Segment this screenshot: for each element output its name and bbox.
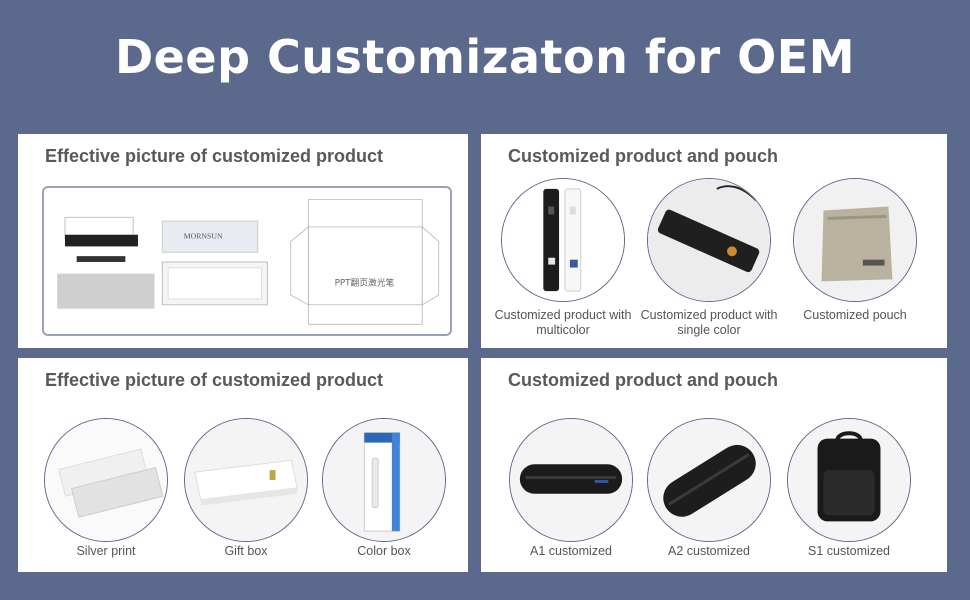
- caption-color-box: Color box: [357, 544, 411, 558]
- page-title: Deep Customizaton for OEM: [115, 30, 855, 84]
- s1-case-image: [787, 418, 911, 542]
- panel-title: Effective picture of customized product: [45, 146, 384, 166]
- custom-pouch-image: [793, 178, 917, 302]
- panel-title: Effective picture of customized product: [45, 370, 384, 390]
- drawing-box-text: PPT翻页激光笔: [335, 276, 395, 288]
- caption-multicolor: Customized product with multicolor: [494, 308, 632, 337]
- caption-silver-print: Silver print: [76, 544, 136, 558]
- caption-s1: S1 customized: [808, 544, 890, 558]
- silver-print-box-image: [44, 418, 168, 542]
- caption-a1: A1 customized: [530, 544, 612, 558]
- panel-effective-picture-drawing: Effective picture of customized product …: [18, 134, 468, 348]
- color-box-image: [322, 418, 446, 542]
- panel-title: Customized product and pouch: [508, 370, 778, 390]
- panel-product-and-pouch-bottom: Customized product and pouch A1 customiz…: [481, 358, 947, 572]
- a1-case-image: [509, 418, 633, 542]
- caption-pouch: Customized pouch: [803, 308, 907, 322]
- caption-single-color: Customized product with single color: [640, 308, 778, 337]
- packaging-drawing-image: MORNSUN PPT翻页激光笔: [57, 199, 440, 325]
- single-color-presenter-image: [647, 178, 771, 302]
- caption-gift-box: Gift box: [224, 544, 268, 558]
- packaging-drawing: MORNSUN PPT翻页激光笔: [42, 186, 452, 336]
- caption-a2: A2 customized: [668, 544, 750, 558]
- panel-product-and-pouch-top: Customized product and pouch Customized …: [481, 134, 947, 348]
- a2-case-image: [647, 418, 771, 542]
- drawing-brand-text: MORNSUN: [184, 232, 223, 241]
- gift-box-image: [184, 418, 308, 542]
- multicolor-presenter-image: [501, 178, 625, 302]
- panel-effective-picture-packaging: Effective picture of customized product …: [18, 358, 468, 572]
- panel-title: Customized product and pouch: [508, 146, 778, 166]
